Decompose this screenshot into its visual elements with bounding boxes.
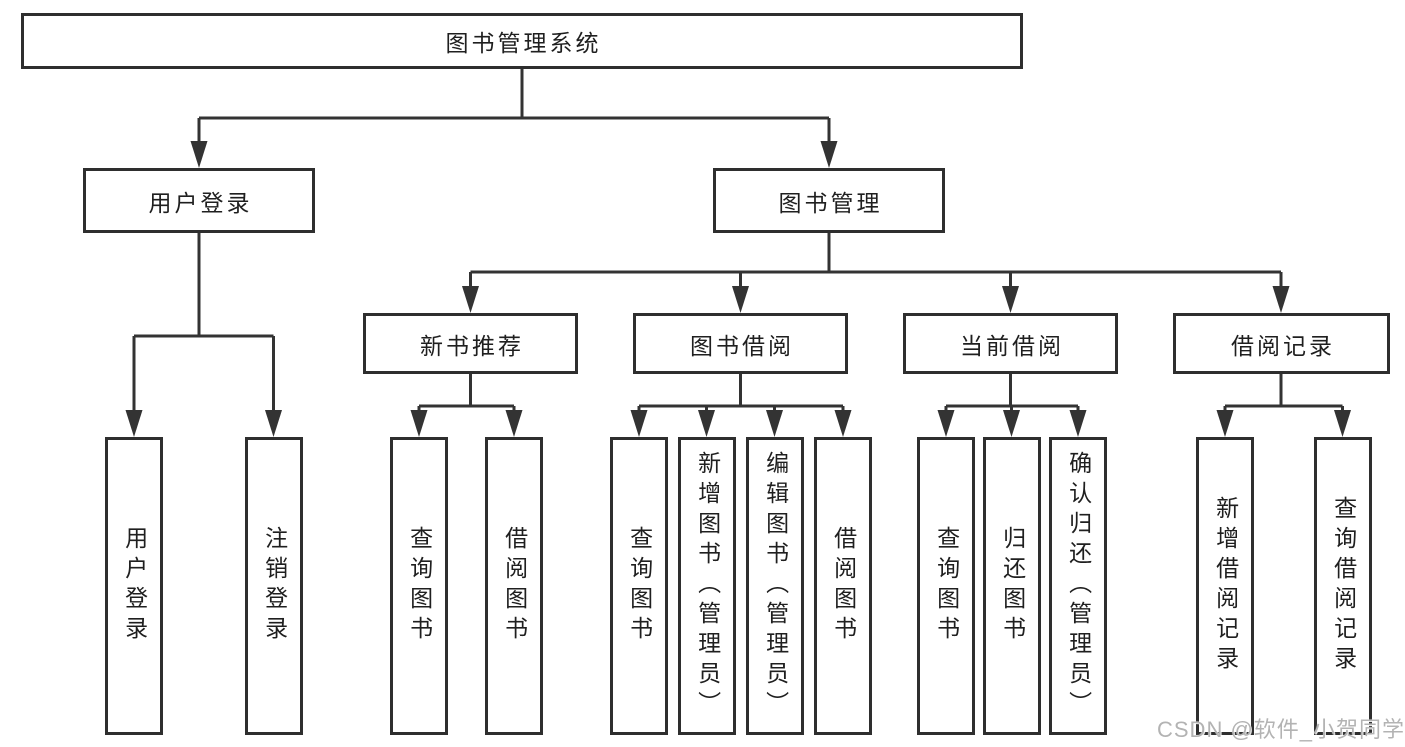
leaf-query-borrow-record: 查询借阅记录 [1314, 437, 1372, 735]
node-root: 图书管理系统 [21, 13, 1023, 69]
connector-borrowing-records-to-leaves [1223, 374, 1344, 414]
leaf-borrow-books-2: 借阅图书 [814, 437, 872, 735]
arrowheads [125, 141, 1351, 437]
connector-new-book-recommend-to-leaves [417, 374, 516, 414]
node-borrowing-records: 借阅记录 [1173, 313, 1390, 374]
node-book-borrowing: 图书借阅 [633, 313, 848, 374]
leaf-label: 查询借阅记录 [1330, 496, 1357, 676]
leaf-confirm-return-admin: 确认归还（管理员） [1049, 437, 1107, 735]
connector-root-to-level2 [197, 69, 831, 145]
leaf-add-borrow-record: 新增借阅记录 [1196, 437, 1254, 735]
leaf-label: 归还图书 [999, 526, 1026, 646]
leaf-label: 查询图书 [406, 526, 433, 646]
leaf-return-books: 归还图书 [983, 437, 1041, 735]
watermark: CSDN @软件_小贺同学 [1157, 717, 1405, 742]
leaf-add-book-admin: 新增图书（管理员） [678, 437, 736, 735]
leaf-label: 注销登录 [261, 526, 288, 646]
leaf-label: 查询图书 [933, 526, 960, 646]
leaf-user-login: 用户登录 [105, 437, 163, 735]
leaf-edit-book-admin: 编辑图书（管理员） [746, 437, 804, 735]
leaf-label: 用户登录 [121, 526, 148, 646]
leaf-label: 确认归还（管理员） [1065, 451, 1092, 721]
leaf-label: 编辑图书（管理员） [762, 451, 789, 721]
leaf-label: 借阅图书 [830, 526, 857, 646]
node-user-login-branch: 用户登录 [83, 168, 315, 233]
connector-current-borrowing-to-leaves [944, 374, 1080, 414]
leaf-label: 借阅图书 [501, 526, 528, 646]
leaf-borrow-books-1: 借阅图书 [485, 437, 543, 735]
leaf-label: 查询图书 [626, 526, 653, 646]
node-new-book-recommend: 新书推荐 [363, 313, 578, 374]
leaf-label: 新增借阅记录 [1212, 496, 1239, 676]
leaf-query-books-1: 查询图书 [390, 437, 448, 735]
leaf-logout: 注销登录 [245, 437, 303, 735]
leaf-query-books-2: 查询图书 [610, 437, 668, 735]
leaf-label: 新增图书（管理员） [694, 451, 721, 721]
connector-user-login-to-leaves [132, 233, 275, 414]
node-book-management: 图书管理 [713, 168, 945, 233]
leaf-query-books-3: 查询图书 [917, 437, 975, 735]
connector-book-management-to-level3 [469, 233, 1283, 290]
connector-book-borrowing-to-leaves [637, 374, 845, 414]
node-current-borrowing: 当前借阅 [903, 313, 1118, 374]
